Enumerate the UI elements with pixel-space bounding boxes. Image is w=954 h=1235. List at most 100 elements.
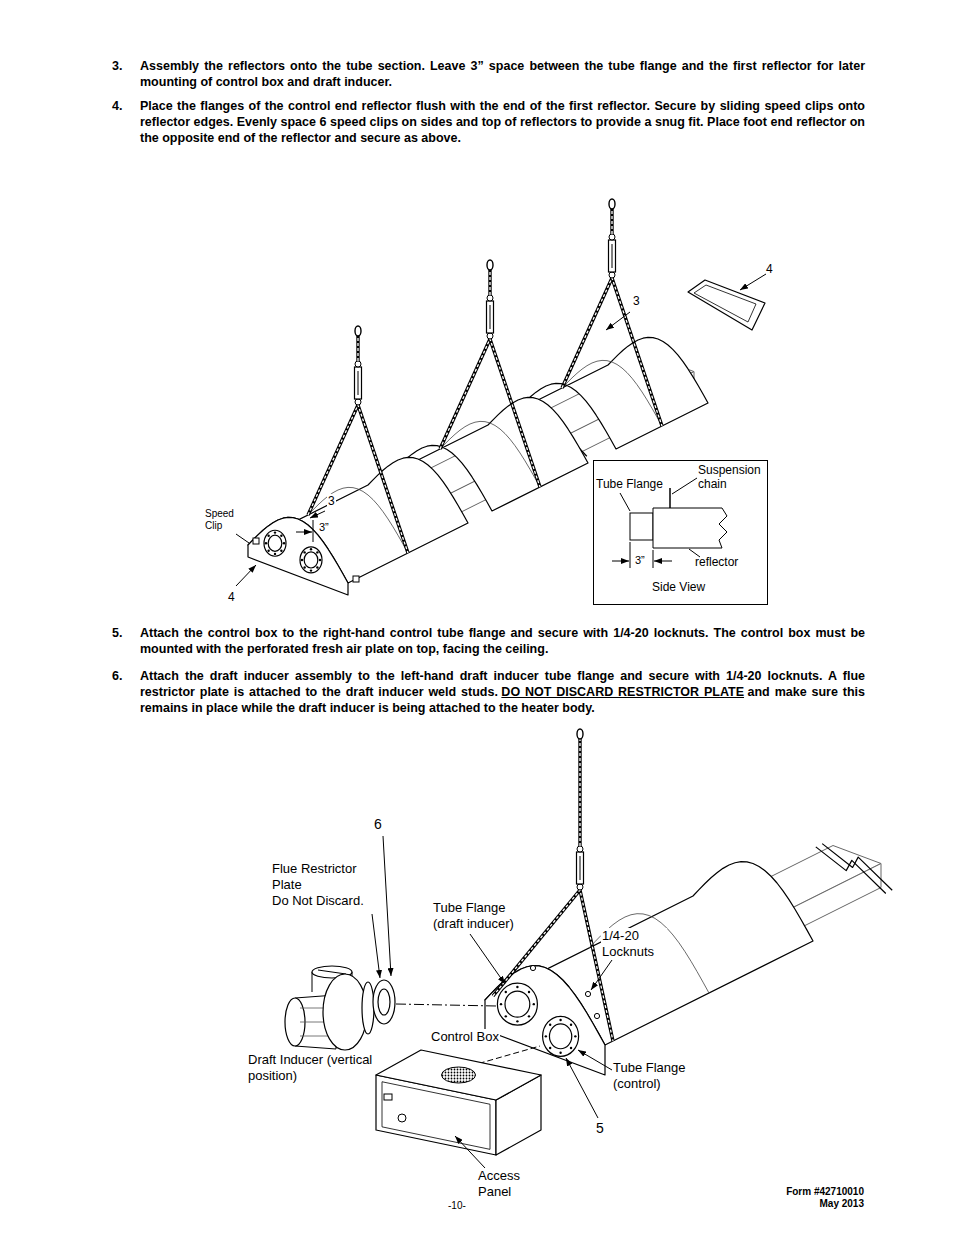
callout-label: 6 bbox=[374, 816, 382, 833]
callout-label: 4 bbox=[766, 262, 773, 276]
speed-clip bbox=[253, 538, 259, 544]
callout-label: Control Box bbox=[430, 1029, 500, 1045]
foot-end-reflector bbox=[688, 280, 765, 330]
chain-link bbox=[579, 738, 580, 846]
bolt-hole bbox=[528, 991, 530, 993]
chain bbox=[308, 405, 408, 553]
chain-link bbox=[611, 208, 612, 234]
restrictor-plate bbox=[373, 980, 395, 1024]
bolt-hole bbox=[283, 542, 285, 544]
reflector-seam bbox=[562, 360, 662, 426]
inset-label: Tube Flange bbox=[596, 478, 663, 492]
bolt-hole bbox=[280, 550, 282, 552]
bolt-hole bbox=[570, 1024, 572, 1026]
restrictor-opening bbox=[378, 989, 390, 1015]
chain bbox=[578, 738, 581, 846]
turnbuckle-screw bbox=[580, 856, 581, 880]
break-mark bbox=[816, 847, 886, 894]
turnbuckle bbox=[487, 301, 494, 333]
ring bbox=[355, 326, 361, 336]
dimension-arrow bbox=[612, 561, 629, 562]
callout-label: 3 bbox=[632, 294, 641, 308]
locknut bbox=[530, 965, 535, 970]
inset-label: 3” bbox=[635, 554, 645, 567]
bolt-hole bbox=[301, 559, 303, 561]
leader-line bbox=[236, 534, 249, 543]
chain bbox=[356, 335, 359, 361]
leader-arrow bbox=[740, 274, 766, 290]
fresh-air-grille bbox=[442, 1067, 476, 1083]
callout-label: 1/4-20 Locknuts bbox=[601, 928, 667, 959]
tube-flange bbox=[497, 983, 537, 1025]
hook bbox=[355, 399, 361, 405]
inset-label: Suspension chain bbox=[698, 464, 764, 492]
bolt-hole bbox=[549, 1024, 551, 1026]
bolt-hole bbox=[559, 1019, 561, 1021]
callout-label: Speed Clip bbox=[204, 508, 246, 532]
callout-label: -10- bbox=[448, 1200, 466, 1212]
leader-arrow bbox=[236, 565, 256, 586]
instruction-text: Attach the draft inducer assembly to the… bbox=[140, 668, 865, 716]
callout-label: 4 bbox=[228, 590, 235, 604]
bolt-hole bbox=[303, 551, 305, 553]
locknut bbox=[594, 1013, 599, 1018]
chain bbox=[440, 339, 540, 487]
leader-line bbox=[672, 478, 697, 494]
leader-arrow bbox=[591, 960, 612, 990]
callout-label: Tube Flange (control) bbox=[612, 1060, 698, 1091]
bolt-hole bbox=[274, 531, 276, 533]
inset-tube-stub bbox=[630, 513, 653, 540]
dimension-arrow bbox=[296, 532, 312, 533]
instruction-text: 3. bbox=[112, 58, 122, 74]
turnbuckle bbox=[355, 367, 362, 399]
instruction-text: Assembly the reflectors onto the tube se… bbox=[140, 58, 865, 90]
tube-opening bbox=[304, 552, 318, 568]
bolt-hole bbox=[574, 1035, 576, 1037]
chain bbox=[488, 269, 491, 295]
reflector-seam bbox=[589, 914, 709, 993]
callout-label: May 2013 bbox=[820, 1198, 864, 1210]
tube-flange bbox=[264, 530, 286, 556]
bolt-hole bbox=[310, 548, 312, 550]
hook bbox=[355, 361, 361, 367]
bolt-hole bbox=[570, 1047, 572, 1049]
dimension-arrow bbox=[654, 561, 672, 562]
chain-link bbox=[440, 339, 540, 487]
instruction-text: Attach the control box to the right-hand… bbox=[140, 625, 865, 657]
bolt-hole bbox=[505, 991, 507, 993]
chain-link bbox=[562, 278, 662, 426]
chain-link bbox=[357, 335, 358, 361]
end-reflector bbox=[248, 517, 348, 595]
dimension-line bbox=[313, 520, 314, 542]
ring bbox=[487, 260, 493, 270]
bolt-hole bbox=[280, 535, 282, 537]
bolt-hole bbox=[274, 553, 276, 555]
connector bbox=[384, 1094, 392, 1100]
instruction-text: 6. bbox=[112, 668, 122, 684]
inducer-outlet bbox=[312, 972, 313, 992]
leader-arrow bbox=[578, 1050, 612, 1070]
inset-label: reflector bbox=[695, 556, 738, 570]
leader-arrow bbox=[566, 1058, 598, 1118]
leader-line bbox=[620, 493, 630, 511]
callout-label: Draft Inducer (vertical position) bbox=[248, 1052, 378, 1083]
callout-label: Do Not Discard. bbox=[272, 893, 364, 909]
break-mark bbox=[822, 844, 892, 891]
callout-label: 3” bbox=[318, 521, 330, 534]
callout-label: Tube Flange (draft inducer) bbox=[432, 900, 530, 931]
inset-reflector bbox=[653, 508, 727, 548]
turnbuckle bbox=[609, 240, 616, 272]
hook bbox=[577, 846, 583, 852]
bolt-hole bbox=[267, 535, 269, 537]
side-view-inset: Tube FlangeSuspension chain3”reflectorSi… bbox=[593, 460, 768, 605]
leader-arrow bbox=[606, 312, 630, 330]
hook bbox=[609, 272, 615, 278]
callout-label: Flue Restrictor Plate bbox=[272, 861, 366, 892]
leader-arrow bbox=[470, 934, 505, 984]
assembly-line bbox=[396, 1004, 496, 1006]
hook bbox=[577, 884, 583, 890]
tube-flange bbox=[300, 547, 322, 573]
